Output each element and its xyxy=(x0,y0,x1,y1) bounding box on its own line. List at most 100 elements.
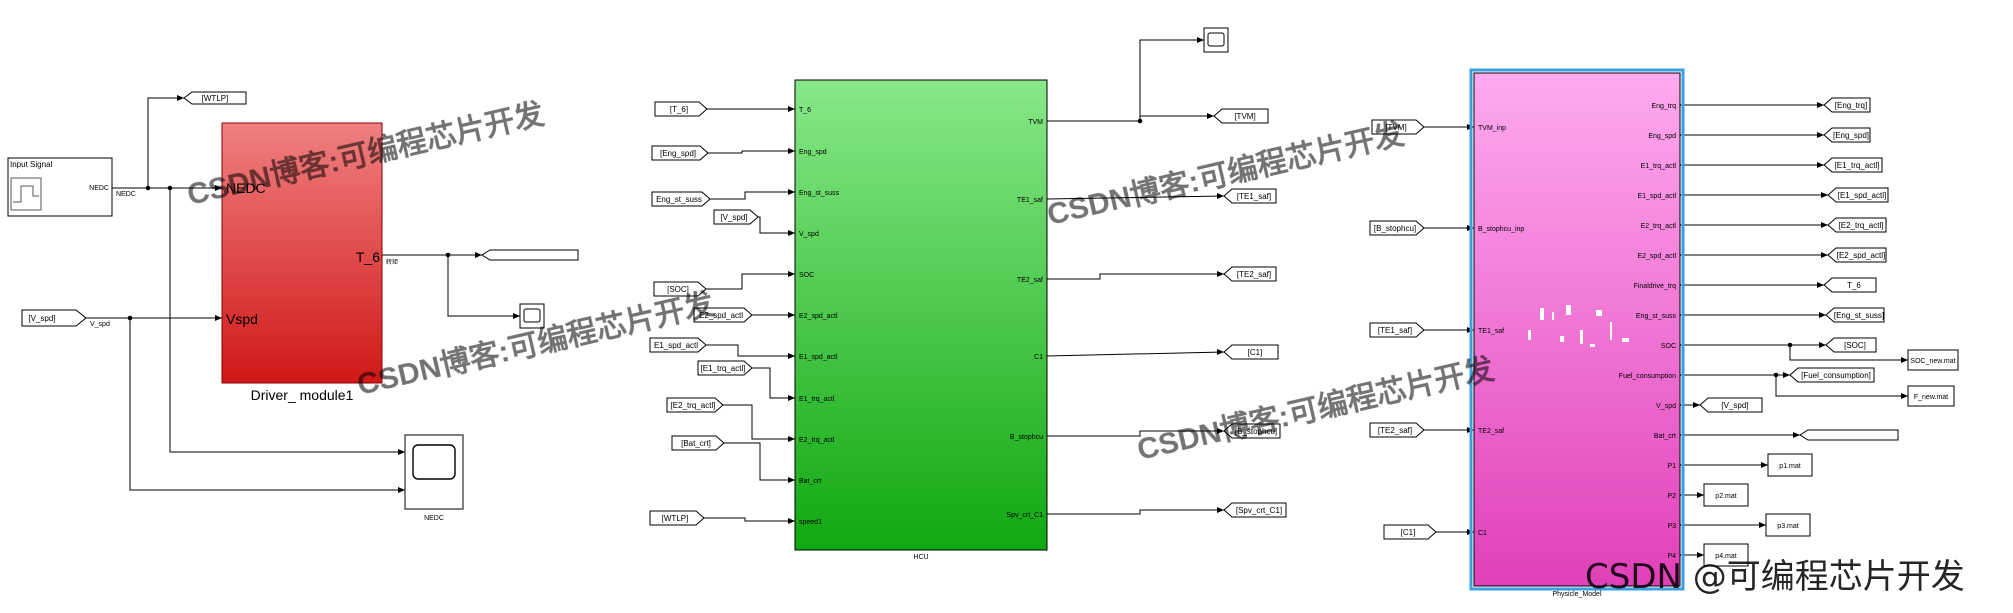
svg-text:[B_stophcu]: [B_stophcu] xyxy=(1235,427,1277,436)
to-file-p4[interactable]: p4.mat xyxy=(1703,543,1749,567)
input-signal-title: Input Signal xyxy=(10,160,52,169)
physicle-output-tag[interactable]: [E2_spd_actl] xyxy=(1827,247,1887,263)
arrow-physicle-out xyxy=(1693,402,1700,408)
arrow-p-file xyxy=(1761,462,1768,468)
arrow-hcu-out xyxy=(1217,271,1224,277)
svg-text:[V_spd]: [V_spd] xyxy=(28,314,55,323)
hcu-input-tag[interactable]: E2_spd_actl xyxy=(693,307,753,323)
scope-tvm[interactable] xyxy=(1203,27,1229,53)
hcu-output-tag[interactable]: [TVM] xyxy=(1213,108,1269,124)
signal-line xyxy=(704,517,795,522)
driver-port-vspd: Vspd xyxy=(226,311,258,327)
physicle-output-tag[interactable]: [V_spd] xyxy=(1699,397,1763,413)
from-tag-vspd[interactable]: [V_spd] xyxy=(21,309,87,327)
arrow-p-file xyxy=(1697,552,1704,558)
hcu-input-tag[interactable]: [T_6] xyxy=(654,101,708,117)
svg-text:[Eng_trq]: [Eng_trq] xyxy=(1835,101,1867,110)
hcu-input-tag[interactable]: [WTLP] xyxy=(649,510,705,526)
hcu-input-tag[interactable]: [Bat_crt] xyxy=(671,435,725,451)
physicle-model-block[interactable]: TVM_inpB_stophcu_inpTE1_safTE2_safC1Eng_… xyxy=(1469,68,1685,591)
physicle-input-tag[interactable]: [TE2_saf] xyxy=(1369,422,1425,438)
signal-line xyxy=(724,442,795,481)
physicle-output-tag[interactable]: [E1_trq_actl] xyxy=(1823,157,1883,173)
svg-text:[TE2_saf]: [TE2_saf] xyxy=(1237,270,1271,279)
signal-line xyxy=(706,273,795,290)
arrow-wtlp xyxy=(177,95,184,101)
physicle-input-tag[interactable]: [TVM] xyxy=(1371,119,1425,135)
physicle-out-port: Eng_trq xyxy=(1651,103,1676,110)
physicle-input-tag[interactable]: [C1] xyxy=(1383,524,1437,540)
arrow-physicle-out xyxy=(1821,252,1828,258)
signal-line xyxy=(1775,375,1908,397)
driver-module-block[interactable]: NEDC Vspd T_6 xyxy=(221,122,383,384)
hcu-in-port: Bat_crt xyxy=(799,478,821,485)
signal-line xyxy=(1046,195,1225,200)
hcu-in-port: E1_trq_actl xyxy=(799,396,835,403)
scope-t6[interactable] xyxy=(519,303,545,329)
physicle-output-tag[interactable]: [Fuel_consumption] xyxy=(1789,367,1875,383)
to-file-p2[interactable]: p2.mat xyxy=(1703,483,1749,507)
physicle-output-tag[interactable]: [E2_trq_actl] xyxy=(1827,217,1887,233)
goto-from-tags: [T_6][Eng_spd]Eng_st_suss[V_spd][SOC]E2_… xyxy=(649,97,1899,540)
arrow-t6-goto xyxy=(475,252,482,258)
arrow-physicle-out xyxy=(1821,222,1828,228)
to-file-fuel[interactable]: F_new.mat xyxy=(1907,385,1955,407)
physicle-output-tag[interactable]: [Eng_trq] xyxy=(1823,97,1871,113)
hcu-input-tag[interactable]: E1_spd_actl xyxy=(649,337,707,353)
hcu-input-tag[interactable]: Eng_st_suss xyxy=(651,191,711,207)
physicle-out-port: SOC xyxy=(1661,343,1676,350)
goto-tag-batcrt-empty[interactable] xyxy=(1799,429,1899,441)
arrow-physicle-out xyxy=(1817,162,1824,168)
physicle-output-tag[interactable]: T_6 xyxy=(1823,277,1877,293)
physicle-output-tag[interactable]: [Eng_st_suss] xyxy=(1825,307,1885,323)
arrow-physicle-out xyxy=(1817,132,1824,138)
svg-text:[TVM]: [TVM] xyxy=(1234,112,1255,121)
signal-line xyxy=(1789,345,1908,361)
arrow-hcu-in xyxy=(788,477,795,483)
hcu-output-tag[interactable]: [B_stophcu] xyxy=(1223,423,1281,439)
physicle-out-port: P3 xyxy=(1667,523,1676,530)
vspd-signal-label: V_spd xyxy=(90,321,110,328)
hcu-input-tag[interactable]: [SOC] xyxy=(653,281,707,297)
physicle-out-port: E1_spd_actl xyxy=(1637,193,1676,200)
signal-line xyxy=(1047,509,1224,515)
arrow-hcu-in xyxy=(788,230,795,236)
input-signal-block[interactable]: Input Signal NEDC xyxy=(7,157,113,217)
signal-line xyxy=(758,216,795,234)
to-file-soc[interactable]: SOC_new.mat xyxy=(1907,349,1959,371)
physicle-out-port: Eng_spd xyxy=(1648,133,1676,140)
hcu-in-port: E2_spd_actl xyxy=(799,313,838,320)
hcu-input-tag[interactable]: [Eng_spd] xyxy=(651,145,709,161)
signal-line xyxy=(1046,351,1225,357)
goto-tag-t6-empty[interactable] xyxy=(481,249,579,261)
driver-port-nedc: NEDC xyxy=(226,180,266,196)
goto-tag-wtlp[interactable]: [WTLP] xyxy=(183,91,247,105)
physicle-input-tag[interactable]: [TE1_saf] xyxy=(1369,322,1425,338)
hcu-input-tag[interactable]: [E2_trq_actl] xyxy=(666,397,724,413)
physicle-out-port: E2_spd_actl xyxy=(1637,253,1676,260)
nedc-scope-block[interactable] xyxy=(404,434,464,510)
physicle-output-tag[interactable]: [Eng_spd] xyxy=(1823,127,1871,143)
svg-text:[T_6]: [T_6] xyxy=(670,105,688,114)
physicle-output-tag[interactable]: [E1_spd_actl] xyxy=(1827,187,1889,203)
svg-text:[Eng_st_suss]: [Eng_st_suss] xyxy=(1834,311,1884,320)
hcu-output-tag[interactable]: [TE1_saf] xyxy=(1223,188,1277,204)
physicle-output-tag[interactable]: [SOC] xyxy=(1825,337,1877,353)
arrow-hcu-in xyxy=(788,106,795,112)
hcu-output-tag[interactable]: [Spv_crt_C1] xyxy=(1223,502,1287,518)
hcu-output-tag[interactable]: [TE2_saf] xyxy=(1223,266,1277,282)
to-file-p3[interactable]: p3.mat xyxy=(1765,513,1811,537)
hcu-output-tag[interactable]: [C1] xyxy=(1223,344,1279,360)
hcu-block[interactable]: T_6Eng_spdEng_st_sussV_spdSOCE2_spd_actl… xyxy=(794,79,1048,551)
to-file-p1[interactable]: p1.mat xyxy=(1767,453,1813,477)
hcu-input-tag[interactable]: [V_spd] xyxy=(713,209,759,225)
physicle-out-port: Bat_crt xyxy=(1654,433,1676,440)
physicle-input-tag[interactable]: [B_stophcu] xyxy=(1369,220,1425,236)
arrow-driver-vspd xyxy=(215,315,222,321)
hcu-input-tag[interactable]: [E1_trq_actl] xyxy=(697,360,753,376)
arrow-physicle-out xyxy=(1819,312,1826,318)
hcu-out-port: TE1_saf xyxy=(1017,197,1043,204)
physicle-out-port: E1_trq_actl xyxy=(1641,163,1677,170)
arrow-physicle-out xyxy=(1821,192,1828,198)
